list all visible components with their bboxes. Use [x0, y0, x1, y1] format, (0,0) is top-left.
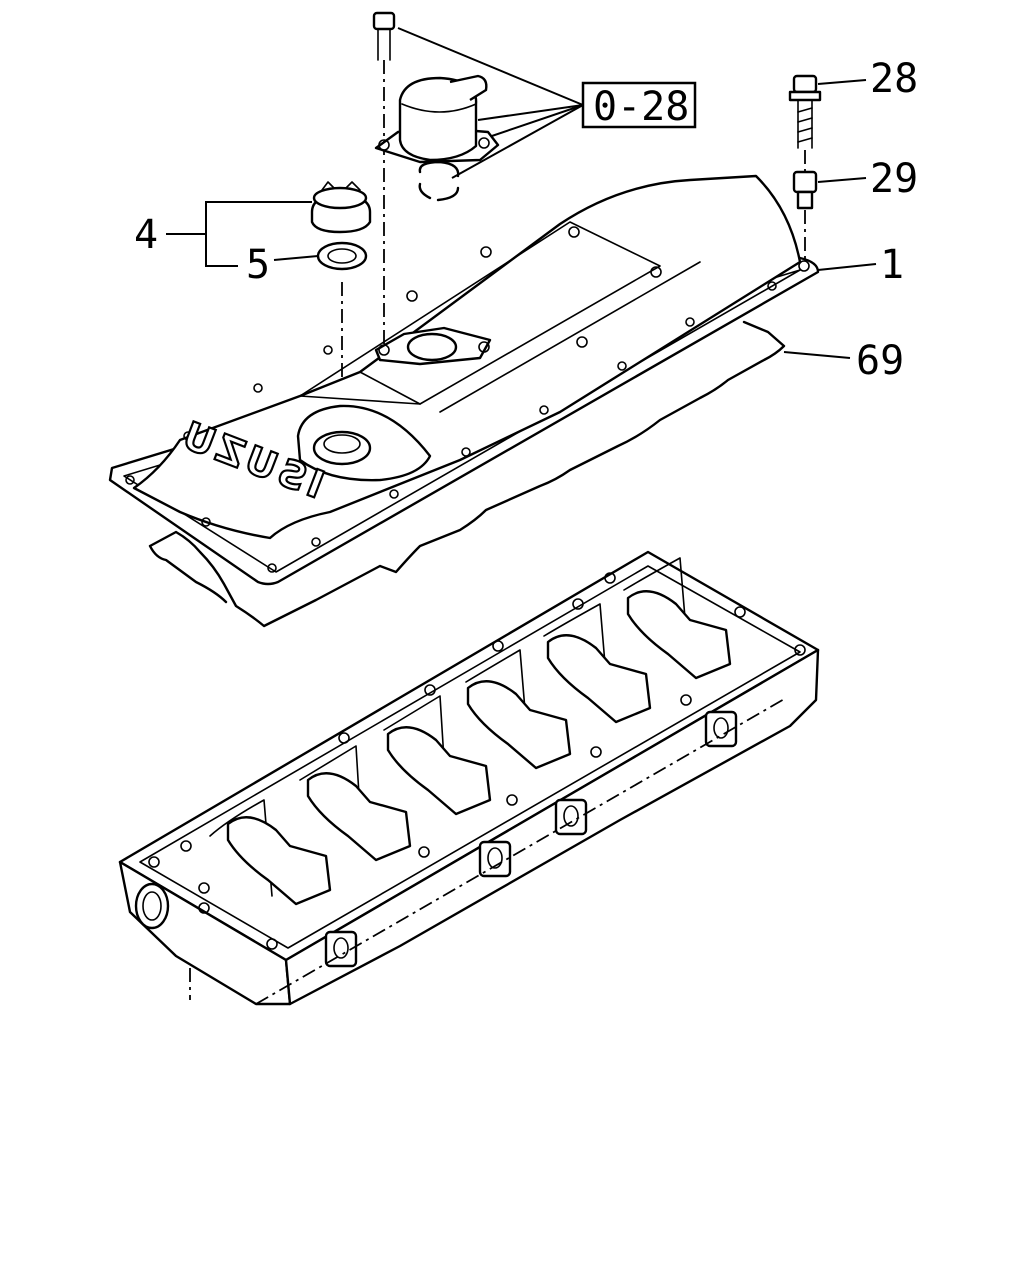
- callout-4-bracket: [166, 201, 319, 267]
- callout-1: 1: [880, 242, 904, 288]
- callout-4: 4: [134, 212, 158, 258]
- bolt-29-collar: [792, 150, 867, 262]
- cam-journal-dividers: [209, 557, 689, 897]
- cylinder-head: [118, 550, 820, 1006]
- callout-5: 5: [246, 242, 270, 288]
- reference-box-label: 0-28: [593, 84, 689, 130]
- breather-bolt: [372, 11, 396, 350]
- gasket-leader: [783, 351, 851, 359]
- callout-69: 69: [856, 338, 904, 384]
- reference-box-0-28[interactable]: 0-28: [581, 81, 697, 130]
- callout-29: 29: [870, 156, 918, 202]
- cover-flange-holes: [125, 260, 810, 573]
- head-rim-holes: [148, 572, 806, 950]
- cover-gasket: [148, 320, 786, 628]
- breather-o-ring: [418, 160, 460, 202]
- cam-saddles: [226, 590, 732, 906]
- bolt-28: [788, 74, 867, 149]
- cylinder-head-cover: ISUZU: [108, 174, 877, 586]
- callout-28: 28: [870, 56, 918, 102]
- oil-filler-cap: [310, 181, 372, 234]
- reference-leaders: [397, 27, 584, 179]
